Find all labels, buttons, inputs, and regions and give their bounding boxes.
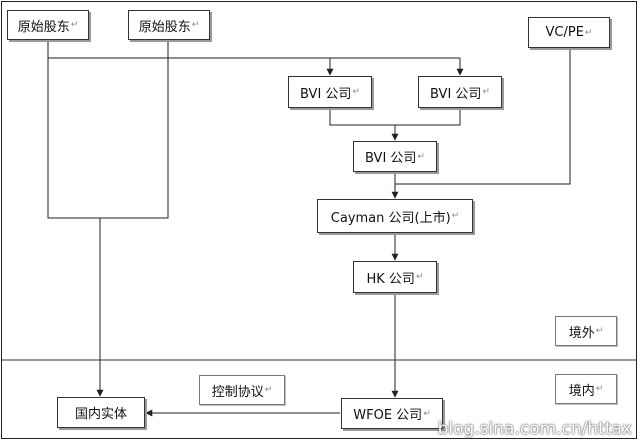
node-label: VC/PE	[545, 25, 584, 40]
node-shareholder-1: 原始股东↵	[7, 10, 89, 40]
node-bvi-3: BVI 公司↵	[353, 141, 437, 172]
node-hk: HK 公司↵	[353, 261, 437, 293]
node-vcpe: VC/PE↵	[528, 17, 610, 48]
bvi-merge-line	[329, 108, 461, 126]
node-label: BVI 公司	[365, 151, 417, 166]
node-label: 原始股东	[138, 19, 191, 35]
label-onshore-text: 境内	[568, 383, 595, 399]
node-label: Cayman 公司(上市)	[330, 210, 451, 226]
node-label: BVI 公司	[430, 86, 482, 102]
label-control-agreement-text: 控制协议	[211, 384, 264, 400]
node-wfoe: WFOE 公司↵	[341, 398, 443, 429]
node-bvi-2: BVI 公司↵	[418, 76, 502, 108]
node-bvi-1: BVI 公司↵	[288, 76, 372, 108]
node-cayman: Cayman 公司(上市)↵	[317, 199, 473, 233]
shareholder-loop-line	[47, 40, 169, 219]
node-label: WFOE 公司	[353, 408, 423, 423]
label-offshore-text: 境外	[568, 325, 595, 341]
node-label: 原始股东	[17, 19, 70, 35]
vcpe-line	[395, 48, 571, 185]
node-label: BVI 公司	[300, 86, 352, 102]
node-domestic-entity: 国内实体	[57, 397, 145, 428]
node-shareholder-2: 原始股东↵	[128, 10, 210, 40]
watermark: blog.sina.com.cn/httax	[437, 419, 632, 439]
node-label: 国内实体	[74, 407, 127, 422]
label-onshore: 境内↵	[555, 374, 617, 404]
label-control-agreement: 控制协议↵	[199, 375, 285, 405]
label-offshore: 境外↵	[555, 316, 617, 346]
node-label: HK 公司	[366, 271, 415, 287]
